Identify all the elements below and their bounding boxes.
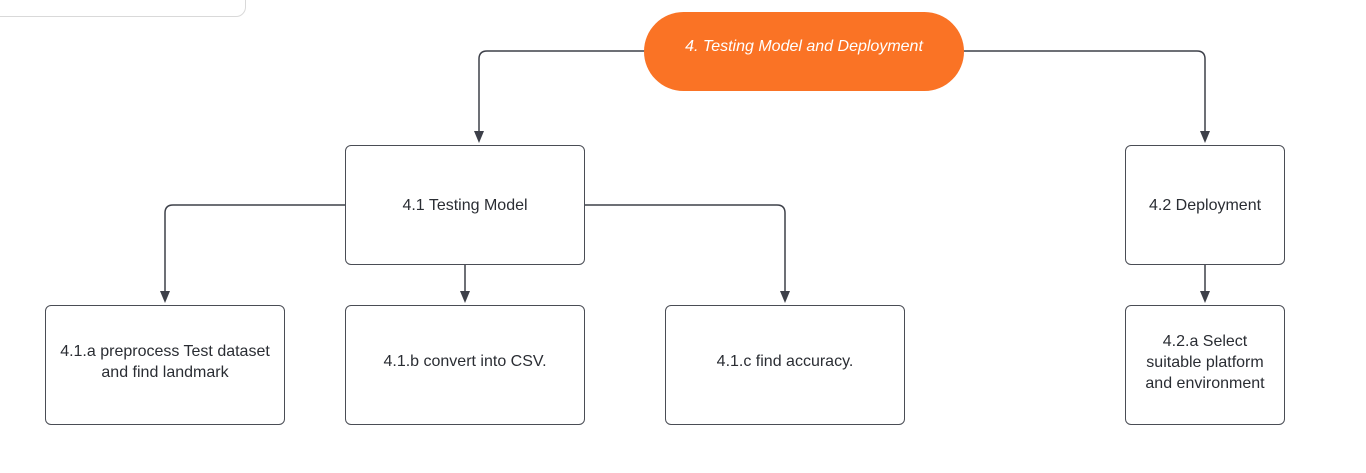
node-step-a-label: 4.1.a preprocess Test dataset and find l… <box>60 343 270 381</box>
root-node[interactable]: 4. Testing Model and Deployment <box>644 12 964 91</box>
node-step-d[interactable]: 4.2.a Select suitable platform and envir… <box>1125 305 1285 425</box>
arrowhead-step-a <box>160 291 170 303</box>
connector-testing-to-step-c <box>585 204 786 291</box>
node-step-b-label: 4.1.b convert into CSV. <box>383 352 547 370</box>
arrowhead-step-c <box>780 291 790 303</box>
node-step-c-label: 4.1.c find accuracy. <box>716 352 854 370</box>
node-step-a[interactable]: 4.1.a preprocess Test dataset and find l… <box>45 305 285 425</box>
node-step-b[interactable]: 4.1.b convert into CSV. <box>345 305 585 425</box>
arrowhead-step-b <box>460 291 470 303</box>
connector-root-to-testing <box>478 50 645 131</box>
partial-frame <box>0 0 246 17</box>
connector-root-to-deployment <box>963 50 1206 131</box>
root-node-label: 4. Testing Model and Deployment <box>685 37 923 55</box>
arrowhead-step-d <box>1200 291 1210 303</box>
node-testing-model[interactable]: 4.1 Testing Model <box>345 145 585 265</box>
arrowhead-testing <box>474 131 484 143</box>
node-testing-model-label: 4.1 Testing Model <box>402 196 528 214</box>
node-deployment[interactable]: 4.2 Deployment <box>1125 145 1285 265</box>
arrowhead-deployment <box>1200 131 1210 143</box>
node-step-d-label: 4.2.a Select suitable platform and envir… <box>1145 332 1265 392</box>
node-step-c[interactable]: 4.1.c find accuracy. <box>665 305 905 425</box>
connector-testing-to-step-a <box>164 204 345 291</box>
node-deployment-label: 4.2 Deployment <box>1148 196 1262 214</box>
